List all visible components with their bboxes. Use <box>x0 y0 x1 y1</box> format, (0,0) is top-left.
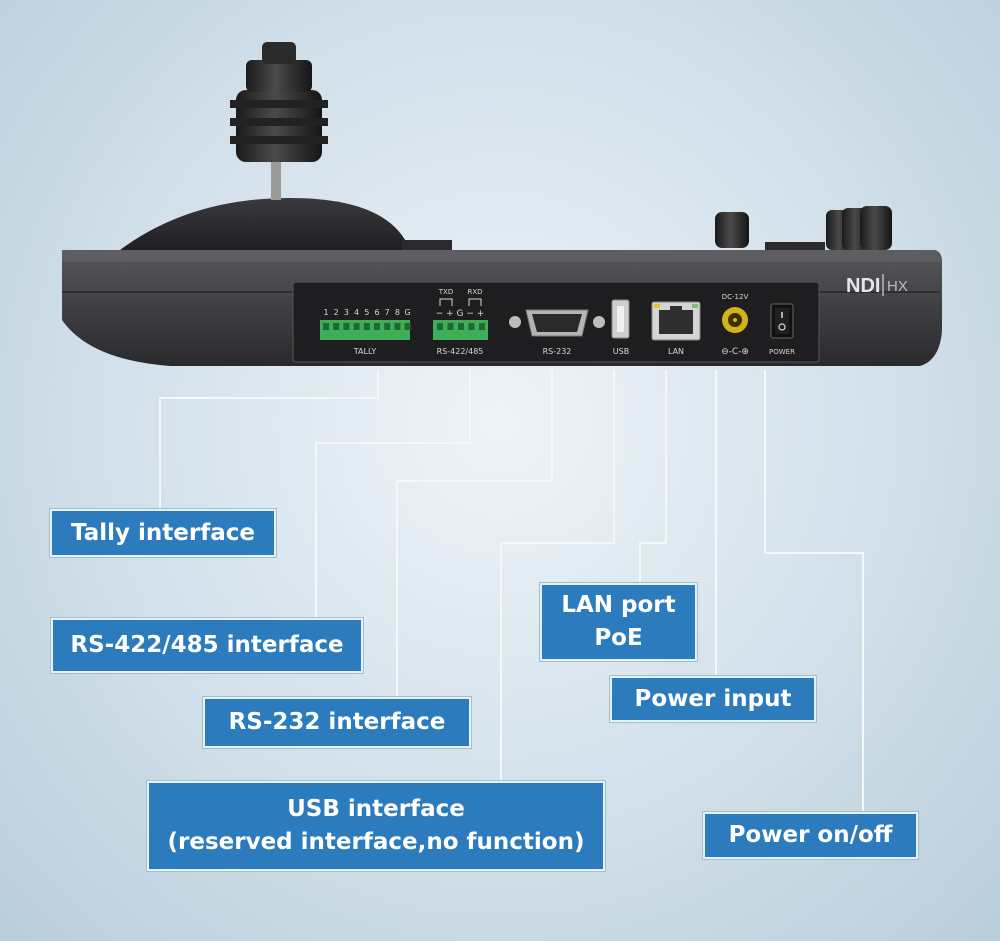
leader-line-rs232 <box>396 370 553 699</box>
tally-pin-number: 8 <box>395 308 400 317</box>
callout-usb-line2: (reserved interface,no function) <box>167 829 585 855</box>
tally-terminal-screw <box>394 323 401 330</box>
leader-line-usb <box>500 370 615 784</box>
tally-pin-number: G <box>404 308 410 317</box>
leader-line-power-switch <box>764 370 864 814</box>
rs422-txd-label: TXD <box>438 288 453 296</box>
rs232-port-label: RS-232 <box>543 347 572 356</box>
tally-terminal-screw <box>374 323 380 330</box>
callout-power-on-off-text: Power on/off <box>728 822 893 848</box>
tally-pin-number: 4 <box>354 308 359 317</box>
tally-pin-number: 5 <box>364 308 369 317</box>
tally-terminal-screw <box>353 323 360 330</box>
dc-input-label: DC-12V <box>722 293 749 301</box>
tally-pin-number: 3 <box>344 308 349 317</box>
callout-power-input: Power input <box>610 676 816 722</box>
usb-port-label: USB <box>613 347 629 356</box>
tally-port-label: TALLY <box>353 347 377 356</box>
callout-tally-interface: Tally interface <box>50 509 276 557</box>
rs422-485-port[interactable]: TXD RXD − + G − + RS-422/485 <box>433 288 488 356</box>
svg-text:NDI: NDI <box>846 275 880 297</box>
callout-rs422-interface: RS-422/485 interface <box>51 618 363 673</box>
callout-lan-line2: PoE <box>594 625 643 651</box>
lan-port-label: LAN <box>668 347 684 356</box>
tally-terminal-screw <box>323 323 329 330</box>
power-switch-label: POWER <box>769 348 795 356</box>
rs422-port-label: RS-422/485 <box>437 347 484 356</box>
tally-pin-number: 6 <box>374 308 379 317</box>
tally-terminal-screw <box>384 323 391 330</box>
callout-rs232-text: RS-232 interface <box>228 709 446 735</box>
top-knobs[interactable] <box>402 206 892 250</box>
leader-line-rs422 <box>315 370 471 620</box>
rs232-port[interactable]: RS-232 <box>509 309 605 356</box>
power-switch[interactable]: POWER <box>769 303 795 356</box>
callout-rs232-interface: RS-232 interface <box>203 697 471 748</box>
tally-terminal-screw <box>363 323 370 330</box>
rs422-terminal-screw <box>437 323 443 330</box>
tally-terminal-screw <box>333 323 340 330</box>
callout-tally-text: Tally interface <box>71 519 255 546</box>
tally-pin-number: 7 <box>385 308 390 317</box>
dc-power-jack[interactable]: DC-12V ⊖-C-⊕ <box>721 293 749 357</box>
tally-terminal-screw <box>343 323 350 330</box>
svg-text:HX: HX <box>887 278 908 295</box>
usb-port[interactable]: USB <box>611 299 630 356</box>
rs422-terminal-screw <box>447 323 454 330</box>
callout-rs422-text: RS-422/485 interface <box>70 632 344 658</box>
callout-power-on-off: Power on/off <box>703 812 918 859</box>
joystick[interactable] <box>120 42 410 250</box>
callout-usb-interface: USB interface (reserved interface,no fun… <box>147 781 605 871</box>
leader-line-tally <box>159 370 379 512</box>
callout-power-input-text: Power input <box>634 685 792 712</box>
callout-lan-line1: LAN port <box>561 592 676 618</box>
rs422-terminal-screw <box>479 323 485 330</box>
rs422-pin-labels: − + G − + <box>436 309 485 319</box>
rs422-rxd-label: RXD <box>467 288 482 296</box>
callout-usb-line1: USB interface <box>287 796 465 822</box>
leader-line-lan <box>639 370 667 586</box>
tally-terminal-screw <box>404 323 411 330</box>
tally-pin-number: 2 <box>334 308 339 317</box>
tally-pin-number: 1 <box>323 308 328 317</box>
rs422-terminal-screw <box>458 323 464 330</box>
ndi-hx-logo: NDI HX <box>846 274 908 297</box>
dc-polarity-label: ⊖-C-⊕ <box>721 347 749 357</box>
callout-lan-port: LAN port PoE <box>540 583 697 661</box>
rs422-terminal-screw <box>468 323 475 330</box>
lan-port[interactable]: LAN <box>651 301 701 356</box>
